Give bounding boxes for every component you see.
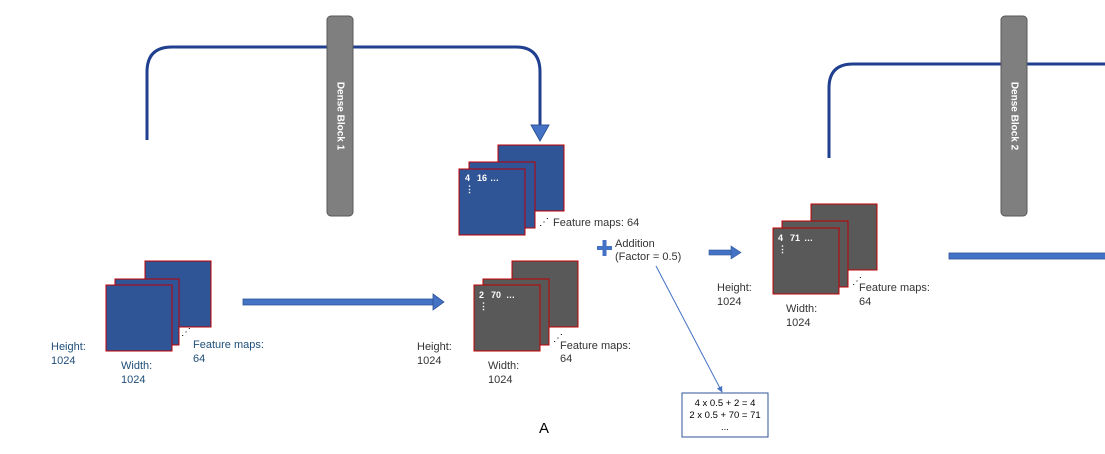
- map-vdots: ⋮: [778, 244, 787, 254]
- result-width-label: Width:: [786, 303, 817, 315]
- dense-block-2-path: [827, 62, 1105, 158]
- map-cell-1: 4: [778, 233, 783, 243]
- map-cell-2: 16: [477, 173, 487, 183]
- addition-label: Addition: [615, 238, 655, 250]
- stack-ellipsis: ⋰: [553, 333, 563, 344]
- dense-block-2-label: Dense Block 2: [1008, 82, 1019, 151]
- result-feature-map-stack: 4 71 … ⋮ ⋰: [772, 203, 878, 295]
- calc-line-2: 2 x 0.5 + 70 = 71: [689, 410, 760, 421]
- input-width-label: Width:: [121, 360, 152, 372]
- result-width-value: 1024: [786, 317, 810, 329]
- skip-width-value: 1024: [488, 374, 512, 386]
- feature-map: [458, 168, 526, 236]
- feature-map: [473, 284, 541, 352]
- map-cell-2: 71: [790, 233, 800, 243]
- stack-ellipsis: ⋰: [852, 276, 862, 287]
- map-cell-2: 70: [491, 290, 501, 300]
- skip-featuremaps-label: Feature maps:: [560, 340, 631, 352]
- dense-block-1-label: Dense Block 1: [334, 82, 345, 151]
- input-height-label: Height:: [51, 341, 86, 353]
- calc-line-3: ...: [721, 422, 729, 433]
- map-cell-3: …: [804, 233, 813, 243]
- map-cell-1: 2: [479, 290, 484, 300]
- map-cell-3: …: [490, 173, 499, 183]
- calculation-box: 4 x 0.5 + 2 = 4 2 x 0.5 + 70 = 71 ...: [681, 392, 769, 438]
- map-cell-1: 4: [465, 173, 470, 183]
- input-featuremaps-value: 64: [193, 353, 205, 365]
- result-featuremaps-label: Feature maps:: [859, 282, 930, 294]
- result-height-value: 1024: [717, 296, 741, 308]
- addition-factor: (Factor = 0.5): [615, 251, 681, 263]
- figure-caption: A: [539, 420, 549, 437]
- stack-ellipsis: ⋰: [181, 327, 191, 338]
- stack-ellipsis: ⋰: [539, 217, 549, 228]
- result-featuremaps-value: 64: [859, 296, 871, 308]
- result-height-label: Height:: [717, 282, 752, 294]
- result-arrow: [708, 245, 742, 260]
- skip-height-value: 1024: [417, 355, 441, 367]
- skip-feature-map-stack: 2 70 … ⋮ ⋰: [473, 260, 579, 352]
- skip-connection-arrow: [242, 293, 445, 311]
- skip-featuremaps-value: 64: [560, 353, 572, 365]
- calc-leader-line: [655, 265, 723, 393]
- dense-block-1-bar: [326, 15, 354, 217]
- input-height-value: 1024: [51, 355, 75, 367]
- output-bar-arrow: [948, 252, 1105, 260]
- input-featuremaps-label: Feature maps:: [193, 339, 264, 351]
- input-width-value: 1024: [121, 374, 145, 386]
- dense-block-1-arrowhead: [530, 124, 550, 143]
- dense-output-feature-map-stack: 4 16 … ⋮ ⋰: [458, 144, 565, 236]
- skip-height-label: Height:: [417, 341, 452, 353]
- addition-plus-icon: [597, 240, 612, 256]
- map-cell-3: …: [506, 290, 515, 300]
- skip-width-label: Width:: [488, 360, 519, 372]
- input-feature-map-stack: ⋰: [105, 260, 212, 352]
- dense-output-featuremaps-label: Feature maps: 64: [553, 217, 639, 229]
- feature-map: [772, 227, 840, 295]
- dense-block-2-bar: [1000, 15, 1028, 217]
- feature-map: [105, 284, 173, 352]
- calc-line-1: 4 x 0.5 + 2 = 4: [695, 398, 756, 409]
- map-vdots: ⋮: [479, 301, 488, 311]
- map-vdots: ⋮: [465, 184, 474, 194]
